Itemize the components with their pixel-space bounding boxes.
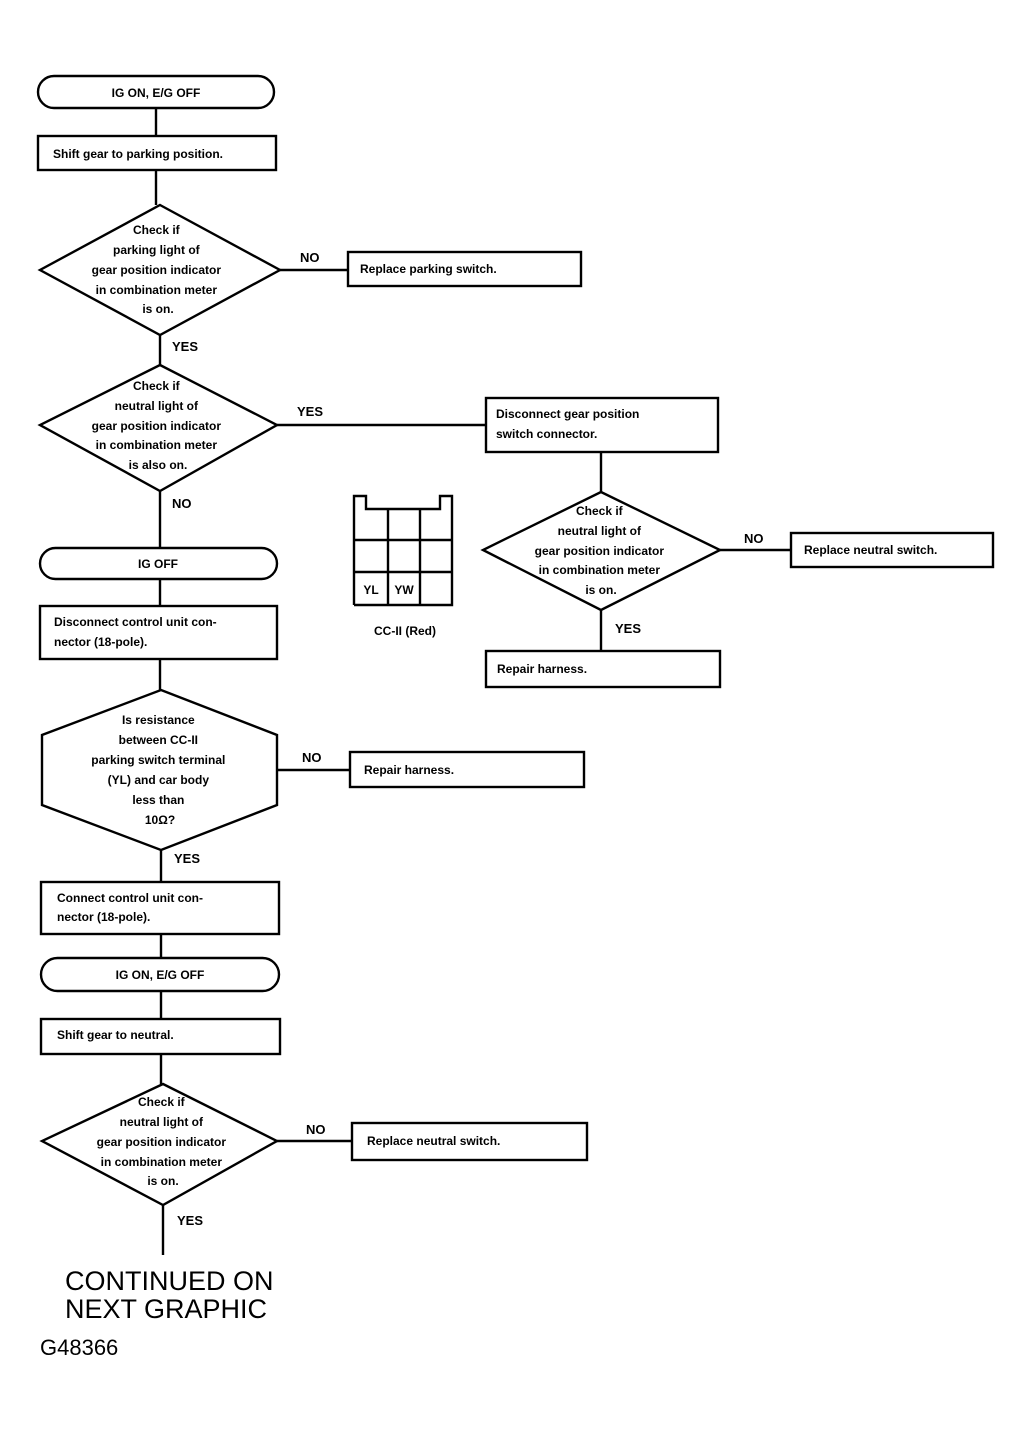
yes-label-5: YES <box>177 1213 203 1228</box>
repair-harness-text-1: Repair harness. <box>497 662 587 676</box>
disconnect-control-text: Disconnect control unit con- nector (18-… <box>54 615 220 649</box>
replace-neutral-box-1: Replace neutral switch. <box>789 531 995 569</box>
ig-off-terminal: IG OFF <box>38 546 279 581</box>
ig-on-eg-off-text-1: IG ON, E/G OFF <box>112 86 201 100</box>
check-neutral-text-2: Check if neutral light of gear position … <box>535 504 668 597</box>
replace-neutral-box-2: Replace neutral switch. <box>350 1121 589 1162</box>
shift-neutral-text: Shift gear to neutral. <box>57 1028 174 1042</box>
repair-harness-box-2: Repair harness. <box>348 750 586 789</box>
yes-label-3: YES <box>615 621 641 636</box>
no-label-5: NO <box>306 1122 326 1137</box>
shift-neutral-box: Shift gear to neutral. <box>39 1017 282 1056</box>
no-label-1: NO <box>300 250 320 265</box>
yes-label-4: YES <box>174 851 200 866</box>
check-neutral-also-text: Check if neutral light of gear position … <box>92 379 225 472</box>
yes-label-1: YES <box>172 339 198 354</box>
connect-control-box: Connect control unit con- nector (18-pol… <box>39 880 281 936</box>
ig-on-eg-off-terminal-2: IG ON, E/G OFF <box>39 956 281 993</box>
connector-caption: CC-II (Red) <box>374 624 436 638</box>
check-parking-decision: Check if parking light of gear position … <box>37 203 283 337</box>
shift-park-text: Shift gear to parking position. <box>53 147 223 161</box>
check-neutral-decision-3: Check if neutral light of gear position … <box>39 1082 280 1207</box>
replace-parking-box: Replace parking switch. <box>346 250 583 288</box>
continued-line-2: NEXT GRAPHIC <box>65 1294 267 1324</box>
replace-parking-text: Replace parking switch. <box>360 262 497 276</box>
check-parking-text: Check if parking light of gear position … <box>92 223 225 316</box>
disconnect-gear-text: Disconnect gear position switch connecto… <box>496 407 643 441</box>
replace-neutral-text-2: Replace neutral switch. <box>367 1134 500 1148</box>
connect-control-text: Connect control unit con- nector (18-pol… <box>57 891 206 924</box>
disconnect-control-box: Disconnect control unit con- nector (18-… <box>38 604 279 661</box>
connector-cc-ii-diagram: YL YW CC-II (Red) <box>352 494 454 638</box>
ig-off-text: IG OFF <box>138 557 178 571</box>
check-neutral-also-decision: Check if neutral light of gear position … <box>37 363 280 493</box>
continued-line-1: CONTINUED ON <box>65 1266 274 1296</box>
ig-on-eg-off-text-2: IG ON, E/G OFF <box>116 968 205 982</box>
no-label-4: NO <box>302 750 322 765</box>
check-resistance-decision: Is resistance between CC-II parking swit… <box>40 688 279 852</box>
check-neutral-text-3: Check if neutral light of gear position … <box>97 1095 230 1188</box>
check-neutral-decision-2: Check if neutral light of gear position … <box>480 490 723 612</box>
disconnect-gear-box: Disconnect gear position switch connecto… <box>484 396 720 454</box>
terminal-yl-label: YL <box>363 583 378 597</box>
flow-lines <box>154 108 791 1255</box>
no-label-3: NO <box>744 531 764 546</box>
no-label-2: NO <box>172 496 192 511</box>
check-resistance-text: Is resistance between CC-II parking swit… <box>91 713 228 827</box>
repair-harness-text-2: Repair harness. <box>364 763 454 777</box>
figure-code: G48366 <box>40 1335 118 1360</box>
yes-label-2: YES <box>297 404 323 419</box>
shift-park-box: Shift gear to parking position. <box>36 134 278 172</box>
repair-harness-box-1: Repair harness. <box>484 649 722 689</box>
ig-on-eg-off-terminal-1: IG ON, E/G OFF <box>36 74 276 110</box>
replace-neutral-text-1: Replace neutral switch. <box>804 543 937 557</box>
terminal-yw-label: YW <box>394 583 414 597</box>
